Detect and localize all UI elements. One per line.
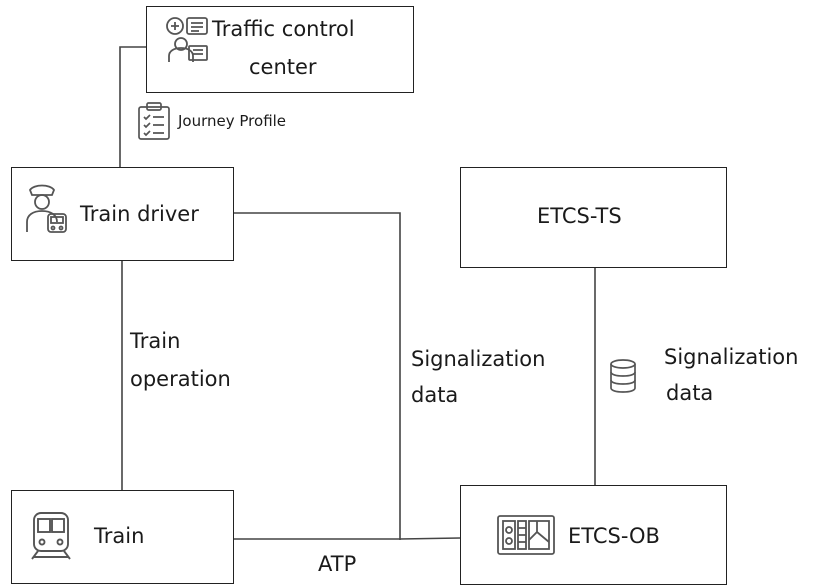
database-icon bbox=[610, 359, 636, 393]
train-driver-icon bbox=[26, 184, 67, 233]
signalization-data-label-1: Signalization bbox=[411, 347, 546, 371]
atp-label: ATP bbox=[318, 552, 357, 576]
edge-driver-etcs-ob bbox=[233, 212, 401, 540]
clipboard-icon bbox=[138, 102, 170, 140]
etcs-ob-label: ETCS-OB bbox=[568, 524, 660, 548]
signalization-data-ts-label-1: Signalization bbox=[664, 345, 799, 369]
onboard-unit-icon bbox=[497, 515, 555, 555]
signalization-data-ts-label-2: data bbox=[666, 381, 714, 405]
traffic-control-center-label-2: center bbox=[249, 55, 317, 79]
edge-tcc-driver bbox=[119, 46, 146, 167]
etcs-ts-label: ETCS-TS bbox=[537, 204, 622, 228]
train-operation-label-2: operation bbox=[130, 367, 231, 391]
etcs-ob-node bbox=[460, 485, 727, 585]
etcs-ts-node bbox=[460, 167, 727, 268]
traffic-controller-icon bbox=[166, 17, 208, 62]
traffic-control-center-node bbox=[146, 6, 414, 93]
traffic-control-center-label-1: Traffic control bbox=[212, 17, 355, 41]
train-label: Train bbox=[94, 524, 145, 548]
train-operation-label-1: Train bbox=[130, 329, 181, 353]
edge-train-etcs-ob bbox=[233, 537, 461, 540]
signalization-data-label-2: data bbox=[411, 383, 459, 407]
journey-profile-label: Journey Profile bbox=[178, 112, 287, 130]
train-driver-label: Train driver bbox=[80, 202, 199, 226]
train-icon bbox=[31, 512, 71, 560]
train-node bbox=[11, 490, 234, 584]
